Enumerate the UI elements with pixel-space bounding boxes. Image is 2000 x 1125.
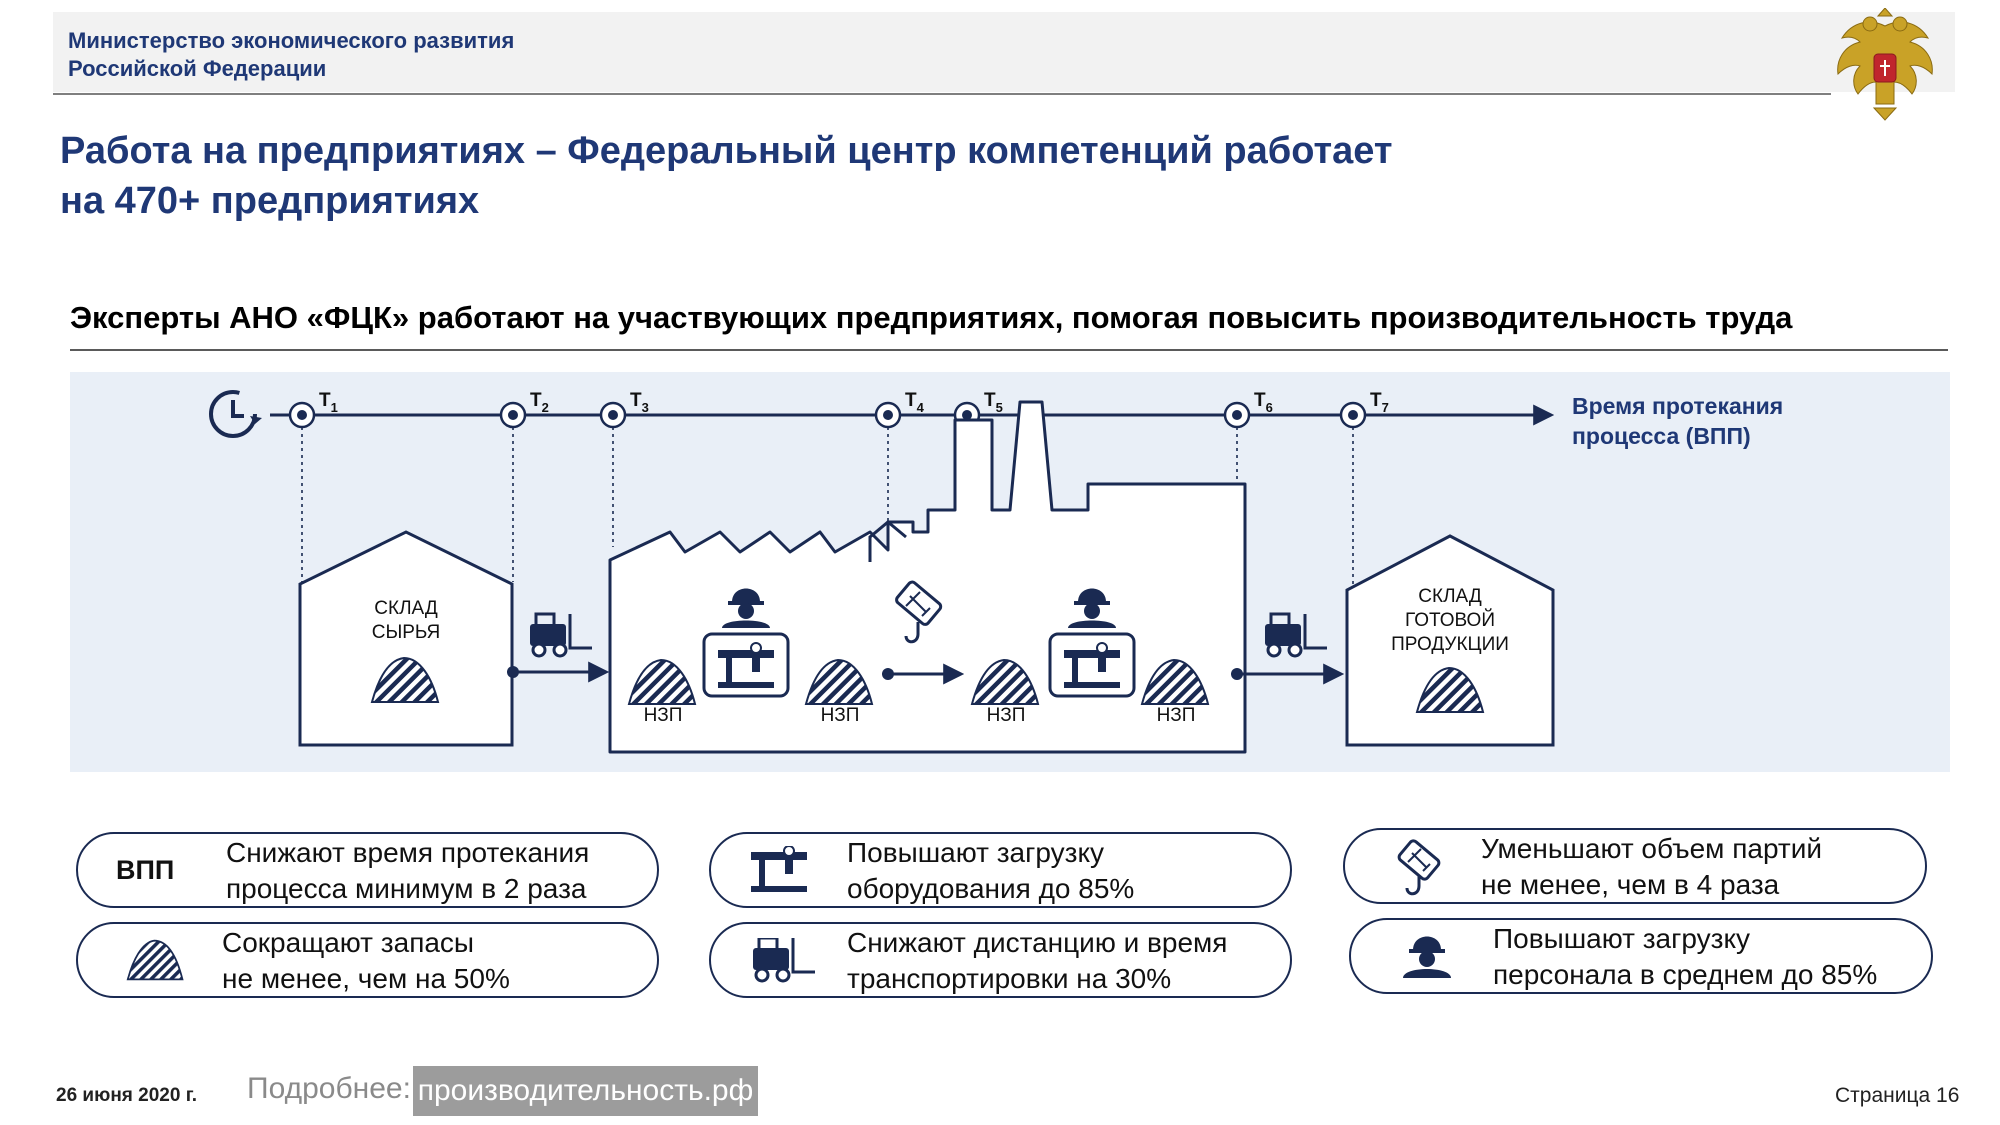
wip-label-1: НЗП [644, 705, 683, 726]
worker-icon [722, 588, 770, 628]
flow-dot-3 [1231, 668, 1243, 680]
title-line-2: на 470+ предприятиях [60, 180, 480, 222]
wip-label-3: НЗП [987, 705, 1026, 726]
benefit-line-2: не менее, чем на 50% [222, 963, 510, 994]
timeline-point-t5: T5 [953, 390, 1003, 429]
clock-icon [209, 390, 262, 438]
forklift-icon [530, 612, 592, 658]
benefit-box-transport: Снижают дистанцию и время транспортировк… [709, 922, 1292, 998]
svg-text:T2: T2 [530, 390, 549, 415]
factory-vent [868, 520, 907, 562]
page-title: Работа на предприятиях – Федеральный цен… [60, 126, 1392, 226]
machine-icon [718, 642, 774, 688]
svg-text:T5: T5 [984, 390, 1003, 415]
stock-pile-icon [126, 939, 184, 981]
timeline-point-t2: T2 [499, 390, 549, 429]
timeline-label-line-1: Время протекания [1572, 393, 1783, 419]
svg-text:T4: T4 [905, 390, 925, 415]
benefit-line-2: оборудования до 85% [847, 873, 1135, 904]
flow-diagram-svg: T1 T2 T3 T4 T5 T6 T7 Время протекания пр… [209, 390, 1783, 754]
benefit-box-lead-time: ВПП Снижают время протекания процесса ми… [76, 832, 659, 908]
benefit-line-2: транспортировки на 30% [847, 963, 1172, 994]
svg-text:T3: T3 [630, 390, 649, 415]
crane-hook-icon [1397, 839, 1441, 896]
flow-dot-2 [882, 668, 894, 680]
benefit-box-inventory: Сокращают запасы не менее, чем на 50% [76, 922, 659, 998]
machine-icon [1064, 642, 1120, 688]
subtitle-divider [70, 349, 1948, 351]
svg-text:T6: T6 [1254, 390, 1273, 415]
crane-hook-icon [895, 580, 943, 644]
benefit-box-staff: Повышают загрузку персонала в среднем до… [1349, 918, 1933, 994]
header-bar [53, 12, 1955, 92]
workstation-1 [702, 588, 790, 698]
raw-warehouse-label-2: СЫРЬЯ [372, 622, 441, 643]
finished-warehouse-building [1345, 534, 1555, 747]
benefit-line-2: процесса минимум в 2 раза [226, 873, 587, 904]
coat-of-arms-emblem [1837, 8, 1933, 121]
benefit-line-1: Сокращают запасы [222, 927, 475, 958]
wip-label-2: НЗП [821, 705, 860, 726]
timeline-label-line-2: процесса (ВПП) [1572, 423, 1751, 449]
worker-icon [1068, 588, 1116, 628]
benefit-line-1: Повышают загрузку [847, 837, 1105, 868]
vpp-abbr: ВПП [116, 855, 175, 885]
svg-text:T1: T1 [319, 390, 338, 415]
forklift-icon [1265, 612, 1327, 658]
timeline-point-t4: T4 [874, 390, 925, 429]
flow-dot-1 [507, 666, 519, 678]
ministry-name: Министерство экономического развития Рос… [68, 27, 514, 83]
benefit-line-2: не менее, чем в 4 раза [1481, 869, 1780, 900]
finished-warehouse-label-1: СКЛАД [1418, 586, 1482, 607]
footer-date: 26 июня 2020 г. [56, 1085, 197, 1106]
benefit-line-1: Снижают время протекания [226, 837, 590, 868]
timeline-point-t7: T7 [1339, 390, 1389, 429]
production-flow-diagram: T1 T2 T3 T4 T5 T6 T7 Время протекания пр… [70, 372, 1950, 772]
finished-warehouse-label-2: ГОТОВОЙ [1405, 609, 1495, 631]
worker-icon [1403, 936, 1451, 978]
wip-label-4: НЗП [1157, 705, 1196, 726]
benefit-line-1: Уменьшают объем партий [1481, 833, 1823, 864]
benefit-line-1: Повышают загрузку [1493, 923, 1751, 954]
page-number: Страница 16 [1835, 1084, 1960, 1107]
benefit-box-batch-size: Уменьшают объем партий не менее, чем в 4… [1343, 828, 1927, 904]
benefit-box-equipment: Повышают загрузку оборудования до 85% [709, 832, 1292, 908]
section-subtitle: Эксперты АНО «ФЦК» работают на участвующ… [70, 300, 1793, 335]
finished-warehouse-label-3: ПРОДУКЦИИ [1391, 634, 1509, 655]
benefit-line-1: Снижают дистанцию и время [847, 927, 1228, 958]
ministry-line-1: Министерство экономического развития [68, 28, 515, 53]
timeline-point-t3: T3 [599, 390, 649, 429]
more-info-link[interactable]: производительность.рф [413, 1066, 758, 1116]
more-info-label: Подробнее: [247, 1072, 411, 1105]
benefit-line-2: персонала в среднем до 85% [1493, 959, 1878, 990]
workstation-2 [1048, 588, 1136, 698]
machine-icon [751, 846, 807, 892]
raw-warehouse-building [298, 530, 514, 747]
svg-text:T7: T7 [1370, 390, 1389, 415]
title-line-1: Работа на предприятиях – Федеральный цен… [60, 130, 1393, 172]
header-divider [53, 93, 1831, 95]
forklift-icon [753, 938, 815, 983]
timeline-point-t6: T6 [1223, 390, 1273, 429]
ministry-line-2: Российской Федерации [68, 56, 327, 81]
timeline-point-t1: T1 [288, 390, 338, 429]
raw-warehouse-label-1: СКЛАД [374, 598, 438, 619]
